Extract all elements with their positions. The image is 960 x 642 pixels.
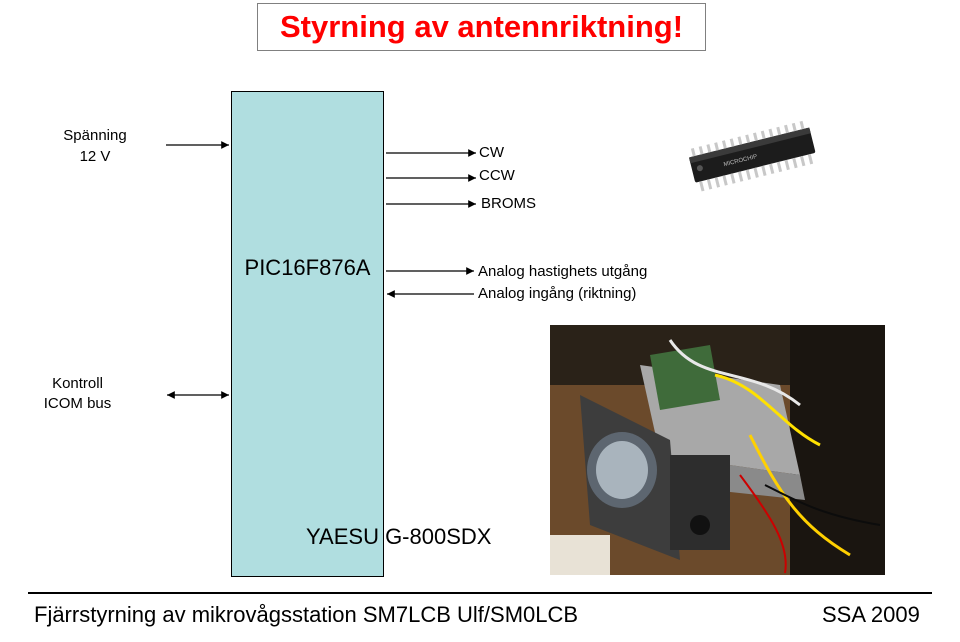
- rotator-controller-photo: [550, 325, 885, 575]
- pic-microcontroller-label: PIC16F876A: [244, 255, 371, 280]
- pic-microcontroller-block: [231, 91, 384, 577]
- footer-left-text: Fjärrstyrning av mikrovågsstation SM7LCB…: [34, 602, 579, 627]
- analog-direction-input-label: Analog ingång (riktning): [478, 285, 637, 302]
- ccw-label: CCW: [479, 167, 515, 184]
- pic-chip-image: MICROCHIP: [688, 120, 816, 192]
- footer-right-text: SSA 2009: [822, 602, 920, 627]
- footer-divider: [28, 592, 932, 594]
- brake-label: BROMS: [481, 195, 537, 212]
- control-label-line1: Kontroll: [52, 375, 103, 392]
- rotator-model-label: YAESU G-800SDX: [306, 524, 492, 549]
- control-label-line2: ICOM bus: [43, 395, 112, 412]
- voltage-label-line2: 12 V: [79, 148, 111, 165]
- analog-speed-output-label: Analog hastighets utgång: [478, 263, 648, 280]
- page-title: Styrning av antennriktning!: [257, 3, 706, 51]
- cw-label: CW: [479, 144, 504, 161]
- voltage-label-line1: Spänning: [63, 127, 127, 144]
